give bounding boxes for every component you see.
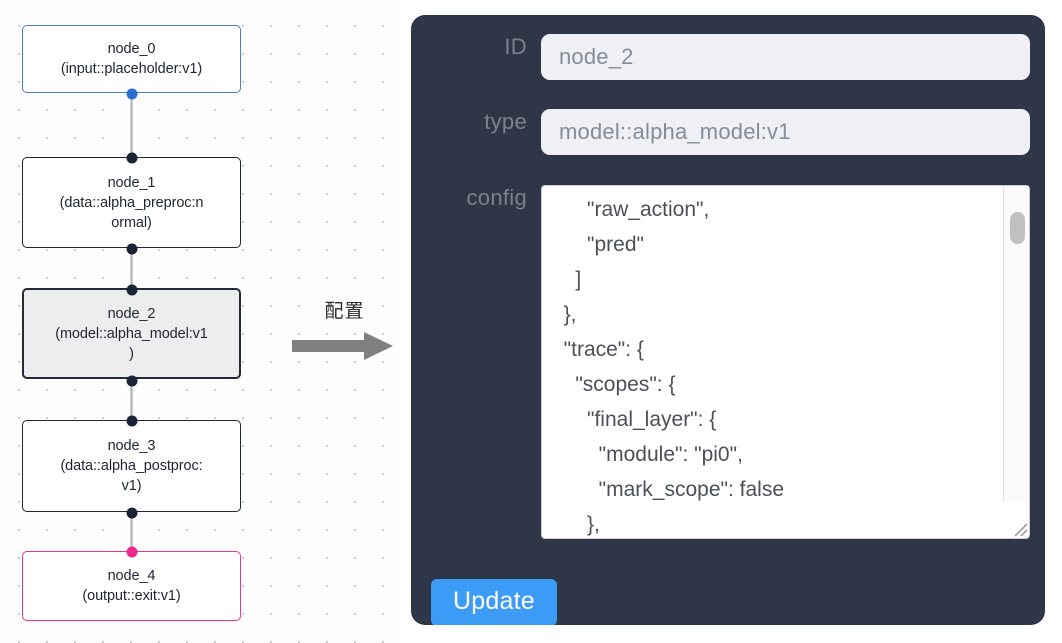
node-handle-target[interactable] [126,284,137,296]
node-handle-target[interactable] [126,546,137,558]
id-field-label: ID [504,34,527,59]
graph-node-node_4[interactable]: node_4 (output::exit:v1) [22,546,241,621]
graph-node-label: node_1 (data::alpha_preproc:n ormal) [59,174,204,231]
type-field-label: type [484,109,527,134]
transition-label: 配置 [324,300,365,322]
node-handle-source[interactable] [126,88,137,100]
graph-node-label: node_2 (model::alpha_model:v1 ) [55,305,208,362]
config-field-label: config [466,185,527,210]
graph-canvas[interactable]: node_0 (input::placeholder:v1)node_1 (da… [0,0,400,643]
form-row-type: type [431,109,1030,155]
node-handle-source[interactable] [126,375,137,387]
node-handle-source[interactable] [126,507,137,519]
type-input[interactable] [541,109,1030,155]
config-textarea-wrap: "raw_action", "pred" ] }, "trace": { "sc… [541,185,1030,539]
form-row-config: config "raw_action", "pred" ] }, "trace"… [431,185,1030,539]
config-scrollbar[interactable] [1003,186,1029,502]
resize-grip-icon[interactable] [1008,517,1028,537]
config-scroll-thumb[interactable] [1010,212,1025,244]
transition-group: 配置 [292,296,397,366]
node-handle-target[interactable] [126,415,137,427]
graph-node-node_0[interactable]: node_0 (input::placeholder:v1) [22,25,241,100]
node-handle-target[interactable] [126,152,137,164]
graph-node-label: node_4 (output::exit:v1) [82,568,181,604]
form-row-id: ID [431,34,1030,80]
config-textarea[interactable]: "raw_action", "pred" ] }, "trace": { "sc… [541,185,1030,539]
id-input[interactable] [541,34,1030,80]
graph-node-node_1[interactable]: node_1 (data::alpha_preproc:n ormal) [22,152,241,255]
graph-node-label: node_0 (input::placeholder:v1) [60,41,203,77]
graph-node-node_2[interactable]: node_2 (model::alpha_model:v1 ) [22,284,241,387]
node-handle-source[interactable] [126,243,137,255]
arrow-right-icon [292,332,393,360]
update-button[interactable]: Update [431,579,557,625]
graph-node-label: node_3 (data::alpha_postproc: v1) [60,438,203,494]
config-panel: ID type config "raw_action", "pred" ] },… [411,15,1045,625]
graph-node-node_3[interactable]: node_3 (data::alpha_postproc: v1) [22,415,241,519]
